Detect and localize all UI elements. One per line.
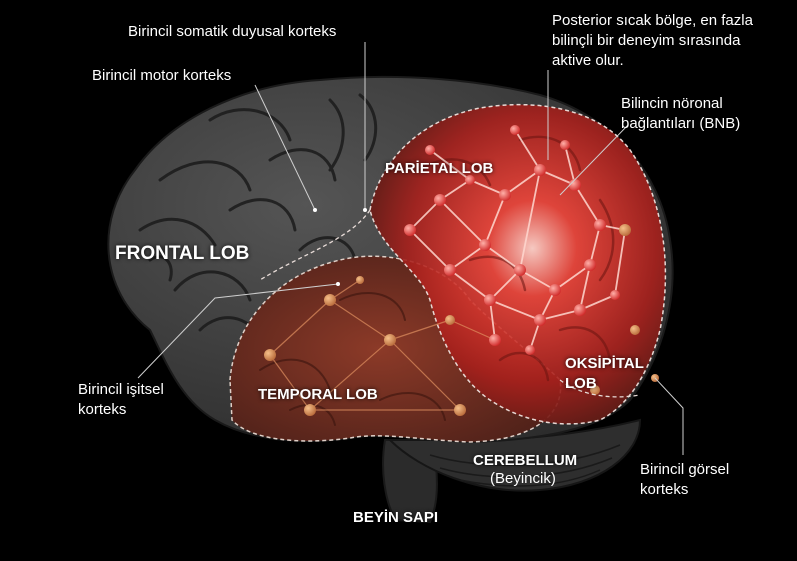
brainstem-label: BEYİN SAPI <box>353 509 439 526</box>
visual-line2: korteks <box>640 481 689 498</box>
auditory-cortex-label: Birincil işitsel korteks <box>78 380 164 420</box>
somatosensory-label: Birincil somatik duyusal korteks <box>128 23 337 40</box>
temporal-network-lines <box>269 279 496 411</box>
temporal-lobe-region <box>229 255 562 443</box>
hot-zone-region <box>369 103 667 425</box>
occipital-lobe-label: OKSİPİTAL LOB <box>565 354 644 394</box>
cerebellum-label: CEREBELLUM <box>473 452 578 469</box>
auditory-line2: korteks <box>78 401 127 418</box>
hot-zone-line1: Posterior sıcak bölge, en fazla <box>552 12 753 29</box>
hot-zone-label: Posterior sıcak bölge, en fazla bilinçli… <box>552 11 753 71</box>
ncc-line1: Bilincin nöronal <box>621 95 723 112</box>
leader-lines <box>137 42 684 455</box>
parietal-lobe-label: PARİETAL LOB <box>385 160 494 177</box>
cerebellum-shape <box>387 418 642 492</box>
hot-zone-line2: bilinçli bir deneyim sırasında <box>552 32 741 49</box>
auditory-line1: Birincil işitsel <box>78 381 164 398</box>
motor-cortex-label: Birincil motor korteks <box>92 67 232 84</box>
occipital-lobe-line2: LOB <box>565 375 597 392</box>
visual-cortex-label: Birincil görsel korteks <box>640 460 729 500</box>
visual-line1: Birincil görsel <box>640 461 730 478</box>
cerebellum-sub-label: (Beyincik) <box>490 470 556 487</box>
neural-network-lines <box>409 129 626 351</box>
temporal-lobe-label: TEMPORAL LOB <box>258 386 378 403</box>
frontal-lobe-label: FRONTAL LOB <box>115 243 250 264</box>
neural-network-nodes <box>264 125 659 416</box>
occipital-lobe-line1: OKSİPİTAL <box>565 355 644 372</box>
ncc-line2: bağlantıları (BNB) <box>621 115 741 132</box>
hot-zone-line3: aktive olur. <box>552 52 624 69</box>
ncc-label: Bilincin nöronal bağlantıları (BNB) <box>621 94 740 134</box>
